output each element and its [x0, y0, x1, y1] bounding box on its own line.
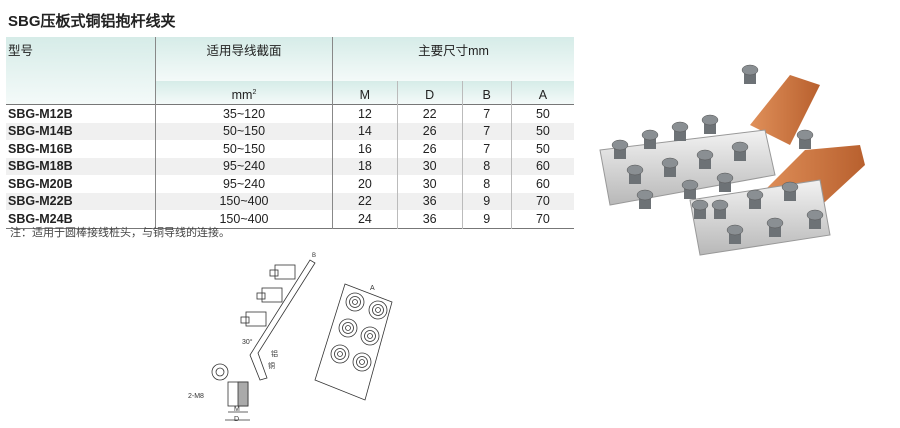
bolt-icon [726, 224, 744, 244]
bolt-icon [766, 217, 784, 237]
header-D: D [396, 81, 463, 105]
bolt-icon [240, 311, 267, 327]
bolt-icon [711, 199, 729, 219]
technical-drawing: M D 2-M8 30° 铝 铜 B A [188, 253, 393, 423]
cell-A: 70 [510, 210, 574, 228]
bolt-icon [781, 181, 799, 201]
nut-icon [352, 352, 372, 372]
cell-D: 22 [396, 104, 463, 123]
bolt-icon [741, 64, 759, 84]
header-section-unit: mm2 [155, 81, 333, 105]
bolt-icon [671, 121, 689, 141]
svg-text:2-M8: 2-M8 [188, 393, 204, 400]
nut-icon [330, 344, 350, 364]
cell-B: 7 [461, 104, 512, 123]
cell-B: 8 [461, 175, 512, 193]
bolt-icon [716, 172, 734, 192]
page-title: SBG压板式铜铝抱杆线夹 [8, 13, 176, 30]
cell-M: 20 [332, 175, 398, 193]
cell-section: 95~240 [155, 175, 333, 193]
cell-M: 24 [332, 210, 398, 228]
cell-A: 50 [510, 104, 574, 123]
cell-M: 14 [332, 122, 398, 140]
bolt-icon [611, 139, 629, 159]
nut-icon [345, 292, 365, 312]
bolt-icon [636, 189, 654, 209]
cell-A: 60 [510, 157, 574, 175]
bolt-icon [256, 287, 283, 303]
svg-text:B: B [312, 253, 316, 259]
product-photo [599, 64, 865, 256]
spec-table: 型号 适用导线截面 主要尺寸mm mm2 M D B A SBG-M12B 35~… [6, 37, 574, 229]
cell-A: 50 [510, 122, 574, 140]
header-model: 型号 [6, 37, 156, 105]
cell-model: SBG-M12B [8, 106, 73, 121]
note: 注：适用于圆棒接线桩头，与铜导线的连接。 [10, 227, 230, 239]
cell-section: 150~400 [155, 210, 333, 228]
svg-text:30°: 30° [242, 338, 253, 346]
bolt-icon [661, 157, 679, 177]
cell-section: 50~150 [155, 140, 333, 158]
svg-text:铜: 铜 [268, 361, 275, 370]
bolt-icon [691, 199, 709, 219]
nut-icon [338, 318, 358, 338]
nut-icon [360, 326, 380, 346]
cell-D: 30 [396, 157, 463, 175]
bolt-icon [746, 189, 764, 209]
cell-M: 16 [332, 140, 398, 158]
cell-M: 22 [332, 192, 398, 210]
cell-D: 26 [396, 140, 463, 158]
cell-B: 8 [461, 157, 512, 175]
header-M: M [332, 81, 398, 105]
cell-model: SBG-M14B [6, 122, 156, 140]
cell-section: 50~150 [155, 122, 333, 140]
cell-model: SBG-M22B [6, 192, 156, 210]
cell-B: 9 [461, 192, 512, 210]
cell-model: SBG-M24B [8, 211, 73, 226]
bolt-icon [806, 209, 824, 229]
cell-section: 35~120 [155, 104, 333, 123]
cell-D: 30 [396, 175, 463, 193]
header-section: 适用导线截面 [155, 37, 333, 81]
bolt-icon [681, 179, 699, 199]
header-dims: 主要尺寸mm [332, 37, 574, 81]
bolt-icon [626, 164, 644, 184]
cell-D: 26 [396, 122, 463, 140]
cell-section: 95~240 [155, 157, 333, 175]
bolt-icon [696, 149, 714, 169]
cell-B: 7 [461, 122, 512, 140]
svg-text:M: M [234, 406, 240, 413]
cell-A: 50 [510, 140, 574, 158]
cell-D: 36 [396, 210, 463, 228]
cell-model: SBG-M18B [6, 157, 156, 175]
cell-M: 12 [332, 104, 398, 123]
cell-A: 60 [510, 175, 574, 193]
cell-A: 70 [510, 192, 574, 210]
svg-text:铝: 铝 [271, 349, 278, 358]
nut-icon [368, 300, 388, 320]
bolt-icon [731, 141, 749, 161]
cell-B: 9 [461, 210, 512, 228]
bolt-icon [641, 129, 659, 149]
cell-B: 7 [461, 140, 512, 158]
cell-M: 18 [332, 157, 398, 175]
cell-section: 150~400 [155, 192, 333, 210]
bolt-icon [269, 264, 296, 280]
cell-model: SBG-M20B [8, 176, 73, 191]
header-B: B [461, 81, 512, 105]
svg-text:A: A [370, 285, 375, 292]
svg-text:D: D [234, 416, 239, 423]
cell-model: SBG-M16B [8, 141, 73, 156]
header-A: A [510, 81, 574, 105]
cell-D: 36 [396, 192, 463, 210]
bolt-icon [796, 129, 814, 149]
bolt-icon [701, 114, 719, 134]
